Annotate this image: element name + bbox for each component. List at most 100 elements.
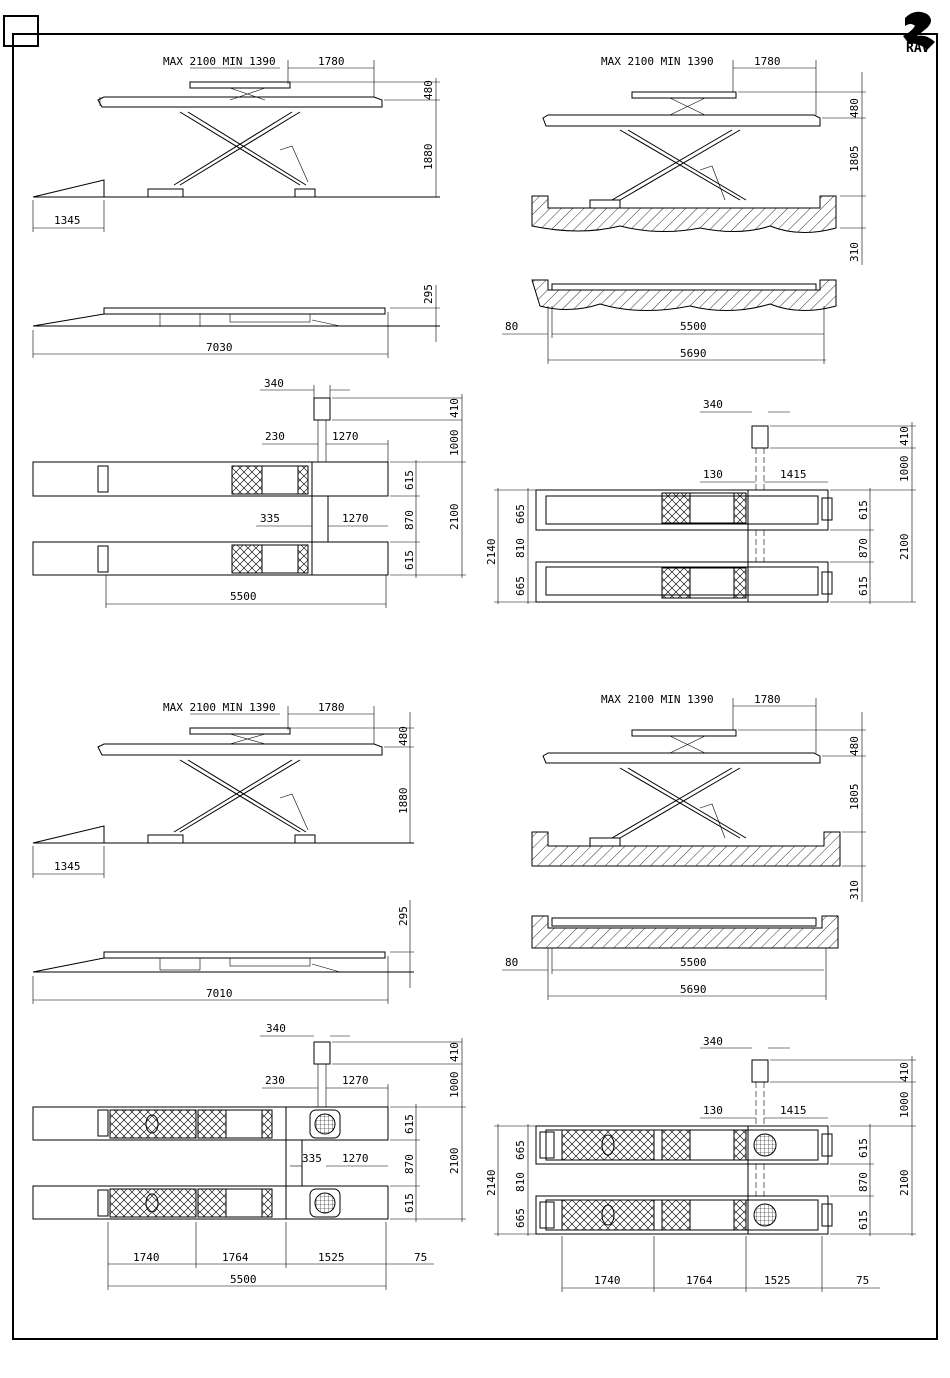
label-2100-b: 2100 bbox=[898, 534, 911, 561]
label-340-c: 340 bbox=[703, 1035, 723, 1048]
label-870-b: 870 bbox=[857, 538, 870, 558]
dims-top-right-front: 80 5500 5690 bbox=[502, 306, 826, 364]
label-7010: 7010 bbox=[206, 987, 233, 1000]
plan-view-recessed-top bbox=[535, 425, 833, 603]
label-5500-d: 5500 bbox=[230, 1273, 257, 1286]
label-1525-a: 1525 bbox=[318, 1251, 345, 1264]
side-view-surface-bottom bbox=[32, 727, 414, 844]
label-340-b: 340 bbox=[266, 1022, 286, 1035]
label-615-g: 615 bbox=[857, 1138, 870, 1158]
label-5500-c: 5500 bbox=[680, 956, 707, 969]
plan-view-surface-top bbox=[32, 397, 389, 576]
label-1764-b: 1764 bbox=[686, 1274, 713, 1287]
label-1780-c: 1780 bbox=[754, 693, 781, 706]
label-480-b: 480 bbox=[397, 726, 410, 746]
label-615-h: 615 bbox=[857, 1210, 870, 1230]
label-1415-b: 1415 bbox=[780, 1104, 807, 1117]
label-max-min-c: MAX 2100 MIN 1390 bbox=[601, 693, 714, 706]
dims-bottom-left-front: 295 7010 bbox=[32, 900, 414, 1004]
label-810-a: 810 bbox=[514, 538, 527, 558]
page-number-box bbox=[3, 15, 39, 47]
label-2140-a: 2140 bbox=[485, 539, 498, 566]
label-5690-a: 5690 bbox=[680, 347, 707, 360]
label-310: 310 bbox=[848, 242, 861, 262]
label-2140-b: 2140 bbox=[485, 1170, 498, 1197]
label-665-a: 665 bbox=[514, 504, 527, 524]
label-665-c: 665 bbox=[514, 1140, 527, 1160]
label-2100-c: 2100 bbox=[448, 1148, 461, 1175]
label-1780: 1780 bbox=[318, 55, 345, 68]
dims-bottom-right-side: MAX 2100 MIN 1390 1780 480 1805 310 bbox=[601, 693, 866, 902]
dims-bottom-right-front: 80 5500 5690 bbox=[502, 948, 827, 1000]
front-view-recessed-top bbox=[531, 279, 837, 312]
label-1270-b: 1270 bbox=[342, 512, 369, 525]
label-130: 130 bbox=[703, 468, 723, 481]
dims-top-right-plan: 340 410 1000 130 1415 615 870 615 2100 2… bbox=[485, 398, 916, 604]
label-480-c: 480 bbox=[848, 736, 861, 756]
label-1345-b: 1345 bbox=[54, 860, 81, 873]
label-75-b: 75 bbox=[856, 1274, 869, 1287]
label-480-r: 480 bbox=[848, 98, 861, 118]
side-view-surface-top bbox=[32, 81, 440, 198]
label-1880: 1880 bbox=[422, 144, 435, 171]
label-80-b: 80 bbox=[505, 956, 518, 969]
label-335: 335 bbox=[260, 512, 280, 525]
label-max-min-r: MAX 2100 MIN 1390 bbox=[601, 55, 714, 68]
label-310-b: 310 bbox=[848, 880, 861, 900]
label-870-c: 870 bbox=[403, 1154, 416, 1174]
label-2100-a: 2100 bbox=[448, 504, 461, 531]
label-615-f: 615 bbox=[403, 1193, 416, 1213]
label-1780-r: 1780 bbox=[754, 55, 781, 68]
label-1000: 1000 bbox=[448, 430, 461, 457]
label-295-b: 295 bbox=[397, 906, 410, 926]
label-410-c: 410 bbox=[898, 1062, 911, 1082]
label-665-b: 665 bbox=[514, 576, 527, 596]
label-1764-a: 1764 bbox=[222, 1251, 249, 1264]
label-615-d: 615 bbox=[857, 576, 870, 596]
label-80: 80 bbox=[505, 320, 518, 333]
page-border bbox=[12, 33, 938, 1340]
dims-top-left-side: MAX 2100 MIN 1390 1780 480 1880 1345 bbox=[32, 55, 440, 232]
label-665-d: 665 bbox=[514, 1208, 527, 1228]
label-1345: 1345 bbox=[54, 214, 81, 227]
label-230: 230 bbox=[265, 430, 285, 443]
label-1805-b: 1805 bbox=[848, 784, 861, 811]
label-615-b: 615 bbox=[403, 550, 416, 570]
dims-top-right-side: MAX 2100 MIN 1390 1780 480 1805 310 bbox=[601, 55, 866, 265]
label-1740-a: 1740 bbox=[133, 1251, 160, 1264]
label-1740-b: 1740 bbox=[594, 1274, 621, 1287]
plan-view-recessed-bottom bbox=[535, 1059, 833, 1235]
label-810-b: 810 bbox=[514, 1172, 527, 1192]
rav-logo: RAV bbox=[903, 11, 935, 56]
label-1270-d: 1270 bbox=[342, 1152, 369, 1165]
dims-bottom-right-plan: 340 410 1000 130 1415 615 870 615 2100 2… bbox=[485, 1035, 916, 1292]
label-340: 340 bbox=[264, 377, 284, 390]
label-max-min: MAX 2100 MIN 1390 bbox=[163, 55, 276, 68]
label-1880-b: 1880 bbox=[397, 788, 410, 815]
front-view-surface-top bbox=[32, 307, 440, 327]
plan-view-surface-bottom bbox=[32, 1041, 389, 1220]
dims-bottom-left-plan: 340 410 1000 230 1270 615 870 615 2100 3… bbox=[107, 1022, 466, 1290]
label-410-b: 410 bbox=[448, 1042, 461, 1062]
label-1000-b: 1000 bbox=[448, 1072, 461, 1099]
label-1000-r: 1000 bbox=[898, 456, 911, 483]
label-max-min-b: MAX 2100 MIN 1390 bbox=[163, 701, 276, 714]
label-130-b: 130 bbox=[703, 1104, 723, 1117]
label-615-c: 615 bbox=[857, 500, 870, 520]
logo-text: RAV bbox=[906, 41, 930, 56]
label-1525-b: 1525 bbox=[764, 1274, 791, 1287]
label-410-r: 410 bbox=[898, 426, 911, 446]
dims-top-left-plan: 340 230 1270 410 1000 615 870 615 2100 3… bbox=[105, 377, 466, 608]
label-1415: 1415 bbox=[780, 468, 807, 481]
front-view-recessed-bottom bbox=[531, 915, 839, 949]
label-1270-c: 1270 bbox=[342, 1074, 369, 1087]
label-480: 480 bbox=[422, 80, 435, 100]
label-295: 295 bbox=[422, 284, 435, 304]
label-615-e: 615 bbox=[403, 1114, 416, 1134]
label-870-d: 870 bbox=[857, 1172, 870, 1192]
label-1780-b: 1780 bbox=[318, 701, 345, 714]
label-335-b: 335 bbox=[302, 1152, 322, 1165]
dims-top-left-front: 295 7030 bbox=[32, 284, 440, 358]
